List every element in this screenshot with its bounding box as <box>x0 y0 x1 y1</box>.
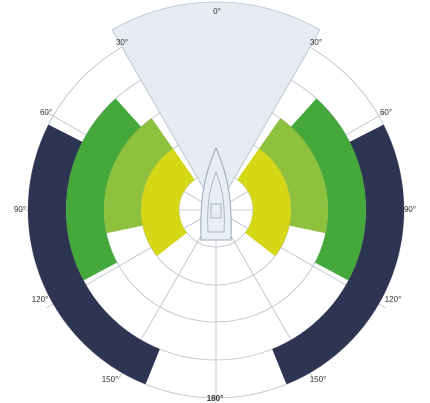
angle-label-150-left: 150° <box>102 375 119 384</box>
angle-label-60-right: 60° <box>380 108 392 117</box>
navy-band-starboard <box>272 124 404 385</box>
boat-deck <box>207 170 225 233</box>
yellow-band-starboard <box>237 148 291 257</box>
green-band-port <box>66 98 142 281</box>
sailboat-hull-icon <box>200 146 232 241</box>
angle-label-180: 180° <box>207 394 224 403</box>
angle-label-120-left: 120° <box>32 295 49 304</box>
angle-labels: 0° 30° 30° 60° 60° 90° 90° 120° 120° 150… <box>14 7 416 403</box>
boat-hull <box>200 146 232 241</box>
light-green-band-port <box>104 118 173 234</box>
angle-label-90-right: 90° <box>404 205 416 214</box>
green-band-starboard <box>290 98 366 281</box>
yellow-band-port <box>140 148 195 257</box>
light-green-band-starboard <box>259 118 328 234</box>
angle-label-30-left: 30° <box>116 38 128 47</box>
angle-label-90-left: 90° <box>14 205 26 214</box>
angle-label-60-left: 60° <box>40 108 52 117</box>
angle-label-30-right: 30° <box>310 38 322 47</box>
boat-cabin <box>210 203 222 219</box>
angle-label-0: 0° <box>213 7 221 16</box>
angle-label-150-right: 150° <box>310 375 327 384</box>
speed-bands <box>27 1 404 385</box>
angle-label-120-right: 120° <box>385 295 402 304</box>
navy-band-port <box>27 124 160 385</box>
no-go-zone <box>111 1 321 211</box>
